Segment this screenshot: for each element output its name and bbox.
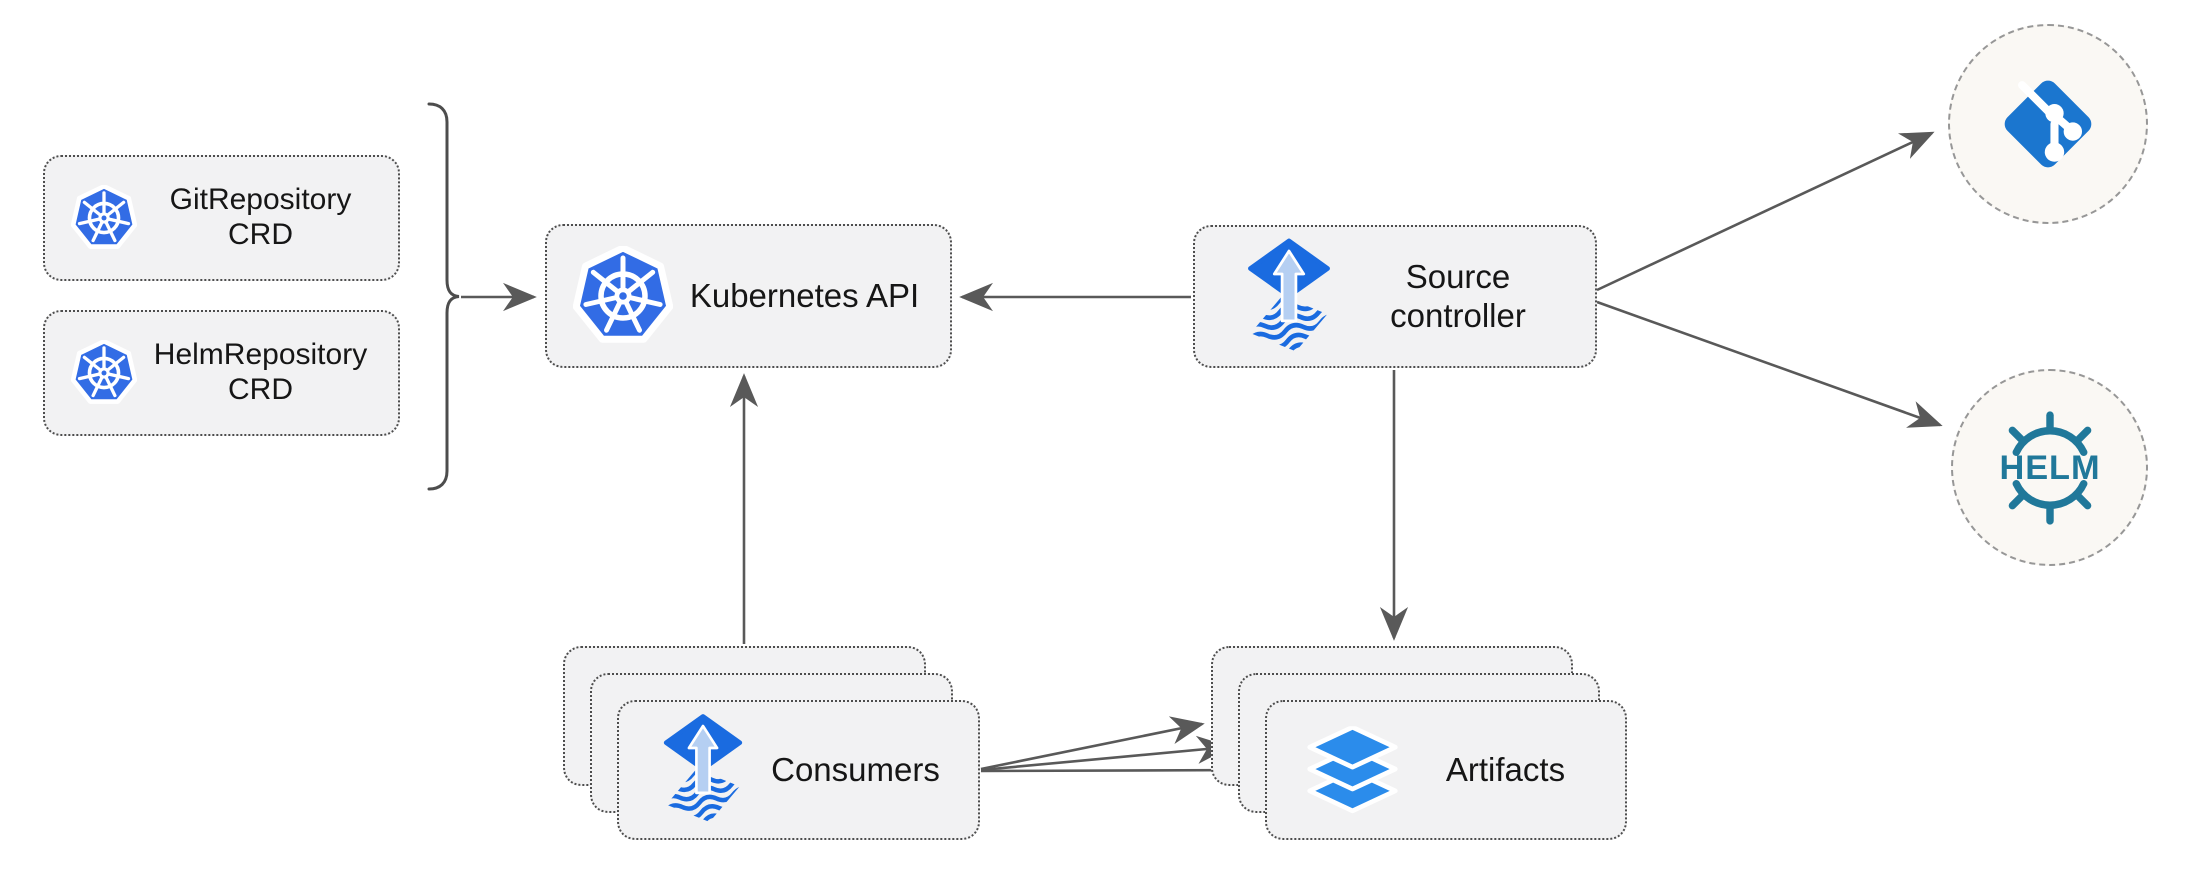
edge-consumers-to-artifacts-1 (980, 716, 1205, 771)
node-label: GitRepository CRD (169, 183, 352, 251)
kubernetes-icon (573, 246, 673, 346)
node-source-controller: Source controller (1193, 225, 1597, 368)
layers-icon (1305, 726, 1400, 814)
flux-icon (659, 711, 747, 829)
git-icon (1994, 70, 2102, 178)
kubernetes-icon (71, 185, 137, 251)
node-label: Artifacts (1445, 750, 1566, 788)
node-helm-remote: HELM (1951, 369, 2148, 566)
kubernetes-icon (71, 340, 137, 406)
node-helm-repository-crd: HelmRepository CRD (43, 310, 400, 436)
node-label: Source controller (1390, 258, 1526, 334)
helm-icon: HELM (1985, 403, 2115, 533)
node-kubernetes-api: Kubernetes API (545, 224, 952, 368)
node-label: Kubernetes API (689, 276, 920, 314)
node-consumers: Consumers (617, 700, 980, 840)
node-label: HelmRepository CRD (153, 338, 368, 406)
crd-group-brace (427, 102, 460, 491)
node-git-remote (1948, 24, 2148, 224)
flux-icon (1243, 237, 1335, 357)
helm-logo-text: HELM (1999, 449, 2100, 487)
edge-consumers-to-artifacts-2 (980, 735, 1231, 772)
edge-source-controller-to-helm-remote (1596, 300, 1943, 428)
node-artifacts: Artifacts (1265, 700, 1627, 840)
node-git-repository-crd: GitRepository CRD (43, 155, 400, 281)
edge-source-controller-to-git-remote (1596, 131, 1935, 292)
node-label: Consumers (771, 750, 940, 788)
